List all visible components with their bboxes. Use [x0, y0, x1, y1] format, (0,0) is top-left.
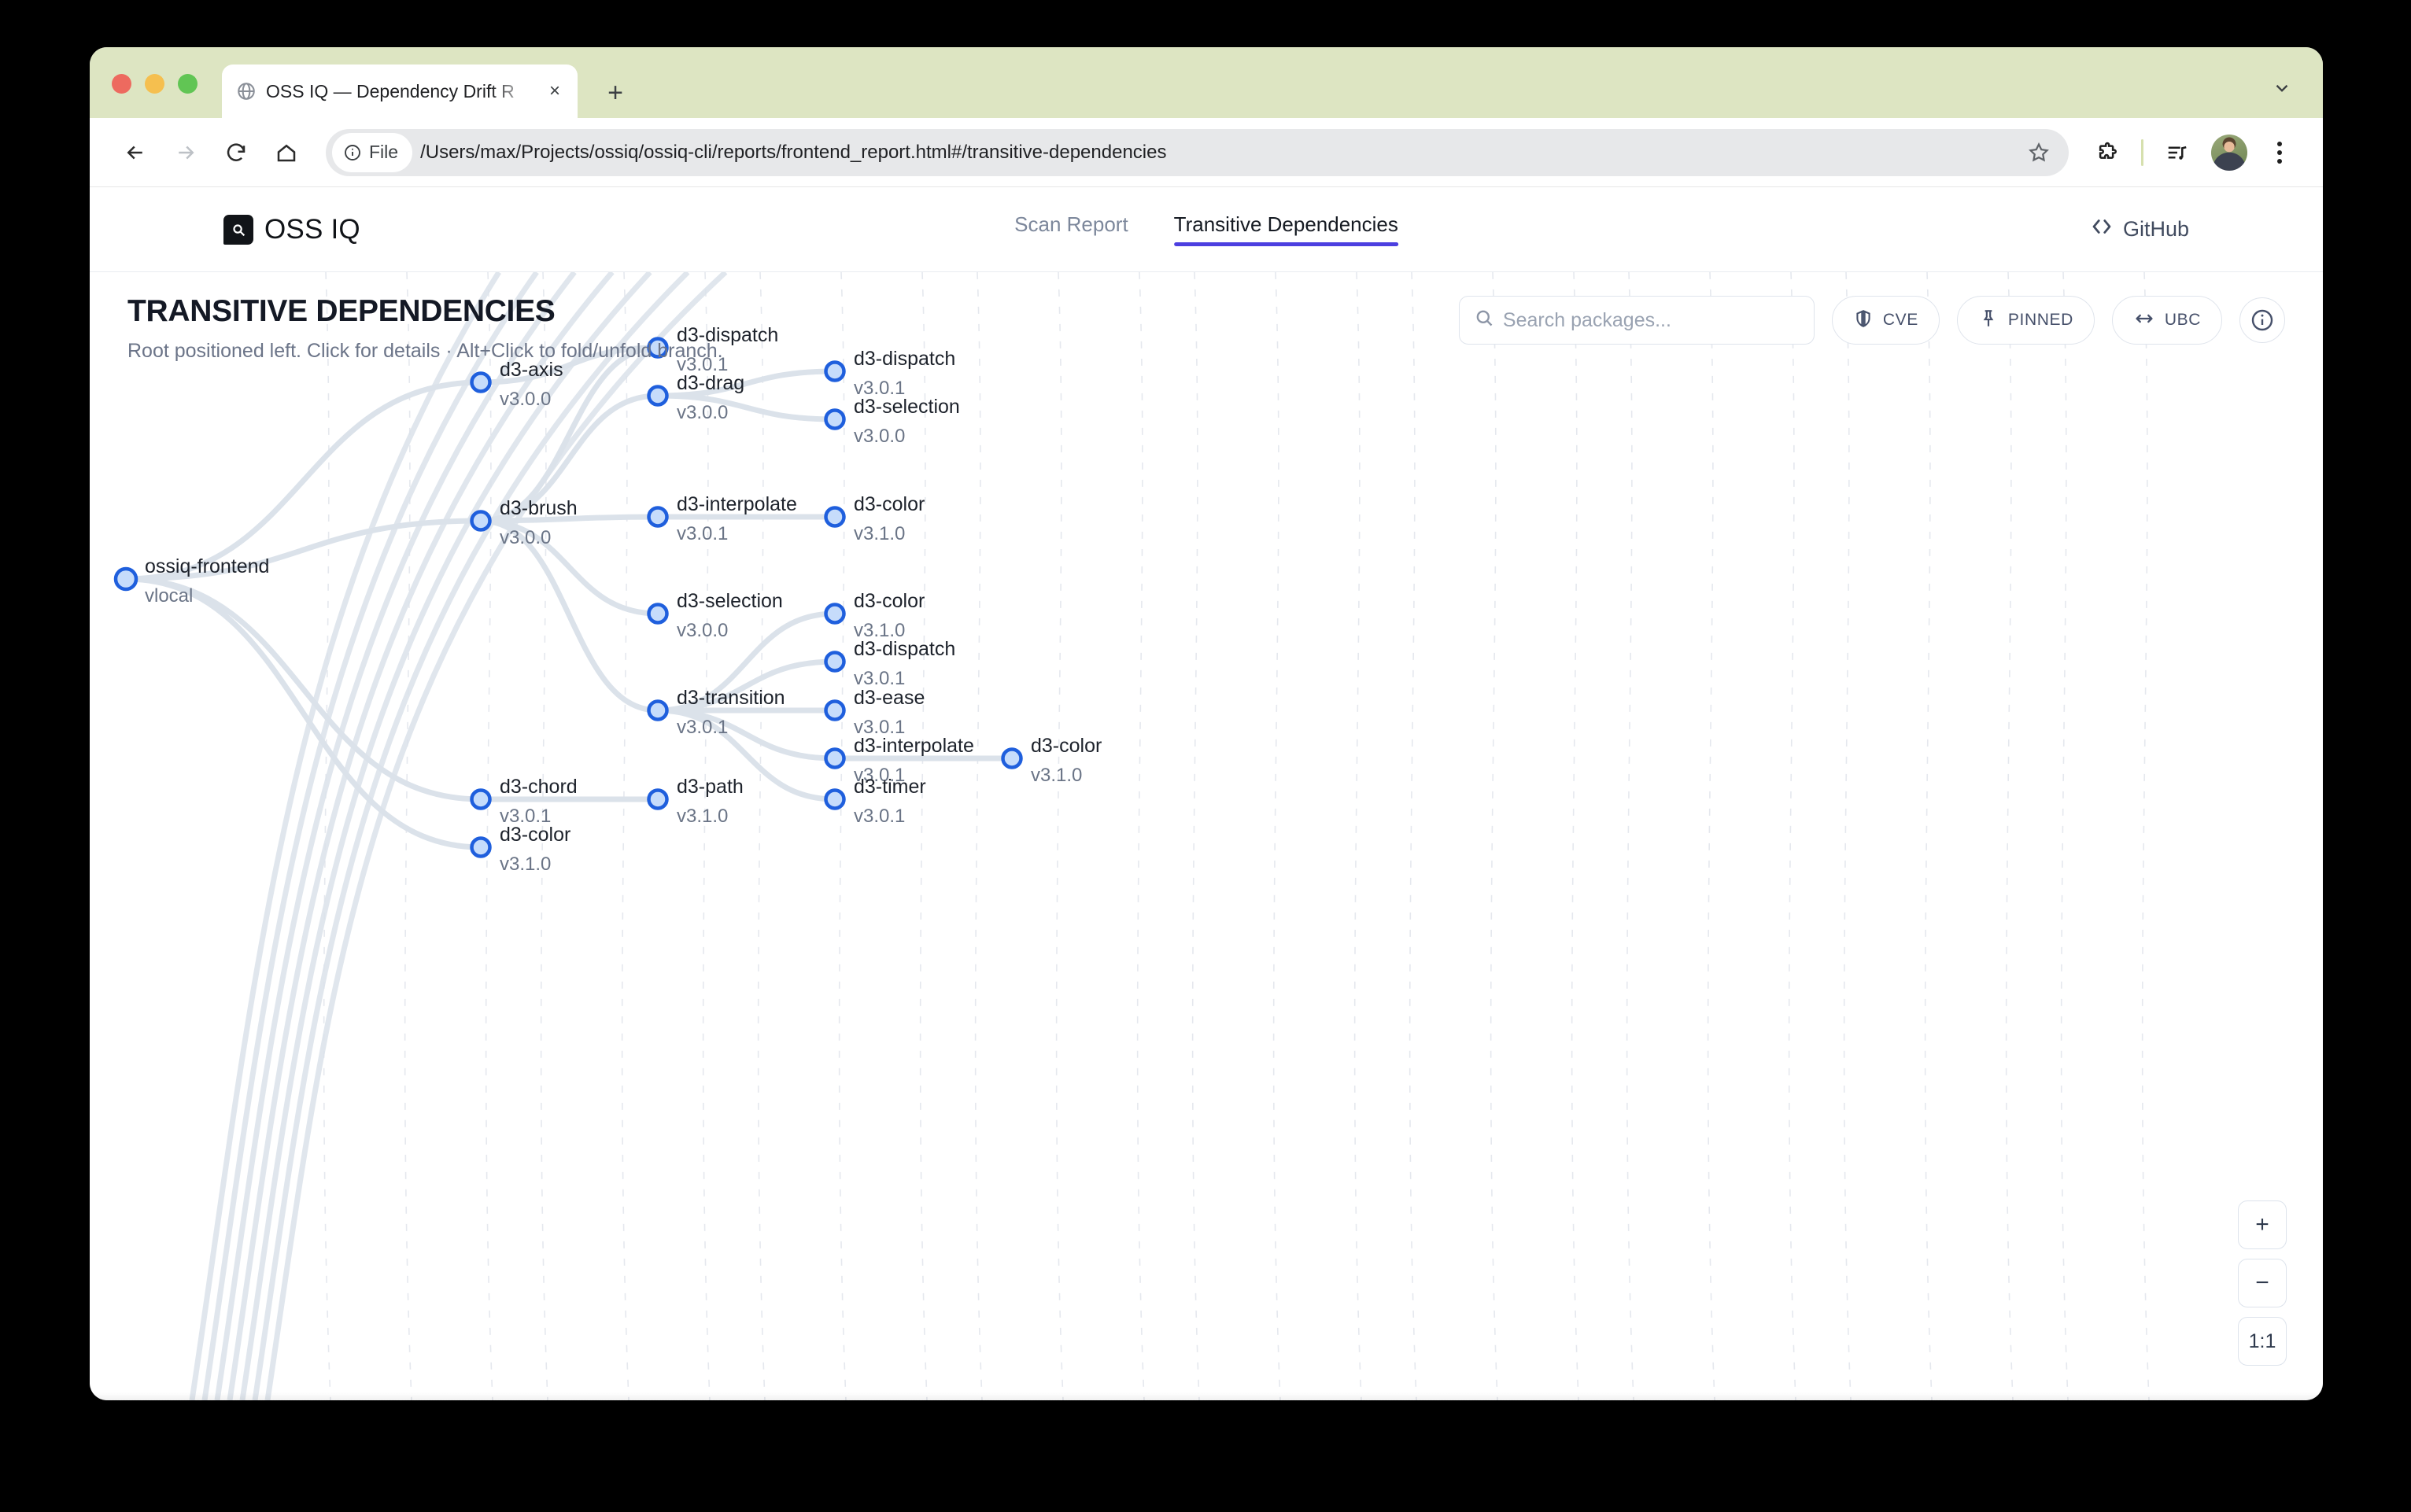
graph-link — [478, 518, 661, 617]
address-bar[interactable]: File /Users/max/Projects/ossiq/ossiq-cli… — [326, 128, 2069, 176]
graph-node[interactable] — [470, 371, 492, 393]
graph-link — [478, 514, 661, 524]
close-tab-icon[interactable]: × — [548, 80, 560, 101]
extensions-icon[interactable] — [2086, 131, 2129, 174]
brand[interactable]: OSS IQ — [223, 214, 360, 245]
tab-strip: OSS IQ — Dependency Drift R × + — [90, 47, 2323, 118]
graph-links — [123, 345, 1015, 850]
graph-node[interactable] — [1001, 747, 1023, 769]
tab-transitive-dependencies[interactable]: Transitive Dependencies — [1173, 212, 1399, 246]
graph-node[interactable] — [647, 506, 669, 528]
url-text[interactable]: /Users/max/Projects/ossiq/ossiq-cli/repo… — [420, 141, 1167, 163]
graph-node[interactable] — [647, 603, 669, 625]
graph-link — [655, 658, 838, 714]
back-icon[interactable] — [113, 131, 157, 175]
search-placeholder: Search packages... — [1502, 308, 1671, 331]
info-button[interactable] — [2239, 297, 2285, 343]
graph-node[interactable] — [470, 510, 492, 532]
graph-node[interactable] — [824, 408, 846, 430]
kebab-menu-icon[interactable] — [2260, 133, 2299, 172]
filter-chip-cve-label: CVE — [1882, 311, 1918, 329]
home-icon[interactable] — [264, 131, 308, 175]
column-guides — [323, 272, 2150, 1400]
filter-chip-pinned-label: PINNED — [2007, 311, 2073, 329]
app-header: OSS IQ Scan Report Transitive Dependenci… — [90, 187, 2323, 272]
filter-chip-pinned[interactable]: PINNED — [1956, 296, 2095, 345]
graph-node[interactable] — [647, 699, 669, 721]
graph-controls: Search packages... CVE PINNED — [1458, 296, 2285, 345]
filter-chip-ubc-label: UBC — [2164, 311, 2201, 329]
window-traffic-lights[interactable] — [112, 74, 198, 94]
graph-node[interactable] — [824, 651, 846, 673]
graph-node[interactable] — [470, 788, 492, 810]
brand-text: OSS IQ — [264, 213, 360, 245]
graph-nodes — [113, 337, 1023, 858]
header-nav: Scan Report Transitive Dependencies — [1014, 212, 1399, 246]
graph-link — [123, 576, 484, 850]
filter-chip-ubc[interactable]: UBC — [2111, 296, 2222, 345]
site-info-chip[interactable]: File — [332, 132, 413, 172]
graph-node[interactable] — [824, 603, 846, 625]
bookmark-star-icon[interactable] — [2020, 134, 2058, 171]
search-input[interactable]: Search packages... — [1458, 296, 1815, 345]
reload-icon[interactable] — [214, 131, 258, 175]
filter-chip-cve[interactable]: CVE — [1831, 296, 1940, 345]
globe-icon — [236, 81, 257, 101]
page-heading: TRANSITIVE DEPENDENCIES Root positioned … — [127, 294, 723, 363]
shield-icon — [1853, 308, 1874, 333]
graph-node[interactable] — [824, 699, 846, 721]
background-strands — [189, 272, 728, 1400]
graph-link — [478, 345, 661, 385]
browser-window: OSS IQ — Dependency Drift R × + — [90, 47, 2323, 1400]
graph-link — [655, 368, 838, 399]
chevron-down-icon[interactable] — [2268, 74, 2296, 102]
graph-link — [655, 393, 838, 422]
graph-node[interactable] — [824, 747, 846, 769]
graph-node[interactable] — [824, 788, 846, 810]
graph-node[interactable] — [470, 836, 492, 858]
zoom-controls: + − 1:1 — [2238, 1200, 2287, 1366]
tab-title: OSS IQ — Dependency Drift R — [266, 80, 515, 101]
forward-icon[interactable] — [164, 131, 208, 175]
graph-node[interactable] — [824, 360, 846, 382]
code-brackets-icon — [2090, 215, 2114, 244]
dependency-tree-graph[interactable] — [90, 272, 2323, 1400]
minimize-window-button[interactable] — [145, 74, 164, 94]
graph-node[interactable] — [647, 385, 669, 407]
arrows-horizontal-icon — [2133, 308, 2155, 334]
maximize-window-button[interactable] — [178, 74, 198, 94]
zoom-out-button[interactable]: − — [2238, 1259, 2287, 1307]
browser-tab[interactable]: OSS IQ — Dependency Drift R × — [222, 65, 578, 118]
graph-node[interactable] — [647, 337, 669, 359]
avatar[interactable] — [2211, 134, 2247, 171]
github-link[interactable]: GitHub — [2090, 215, 2189, 244]
new-tab-button[interactable]: + — [607, 77, 623, 108]
toolbar-divider — [2141, 138, 2143, 166]
page-subtitle: Root positioned left. Click for details … — [127, 340, 723, 362]
ossiq-logo-icon — [223, 214, 253, 245]
graph-link — [123, 518, 484, 582]
graph-node[interactable] — [113, 566, 138, 592]
graph-link — [123, 379, 484, 582]
scheme-badge-label: File — [369, 142, 399, 162]
graph-node[interactable] — [647, 788, 669, 810]
graph-link — [655, 707, 838, 802]
graph-link — [478, 393, 661, 524]
close-window-button[interactable] — [112, 74, 131, 94]
canvas-bottom-shadow — [90, 1392, 2323, 1400]
pin-icon — [1978, 308, 1999, 333]
zoom-in-button[interactable]: + — [2238, 1200, 2287, 1249]
media-control-icon[interactable] — [2156, 131, 2199, 174]
graph-link — [478, 518, 661, 714]
browser-toolbar: File /Users/max/Projects/ossiq/ossiq-cli… — [90, 118, 2323, 187]
zoom-reset-button[interactable]: 1:1 — [2238, 1317, 2287, 1366]
tab-scan-report[interactable]: Scan Report — [1014, 212, 1128, 236]
github-label: GitHub — [2122, 217, 2189, 241]
graph-node[interactable] — [824, 506, 846, 528]
page-title: TRANSITIVE DEPENDENCIES — [127, 294, 556, 328]
search-icon — [1474, 308, 1495, 333]
